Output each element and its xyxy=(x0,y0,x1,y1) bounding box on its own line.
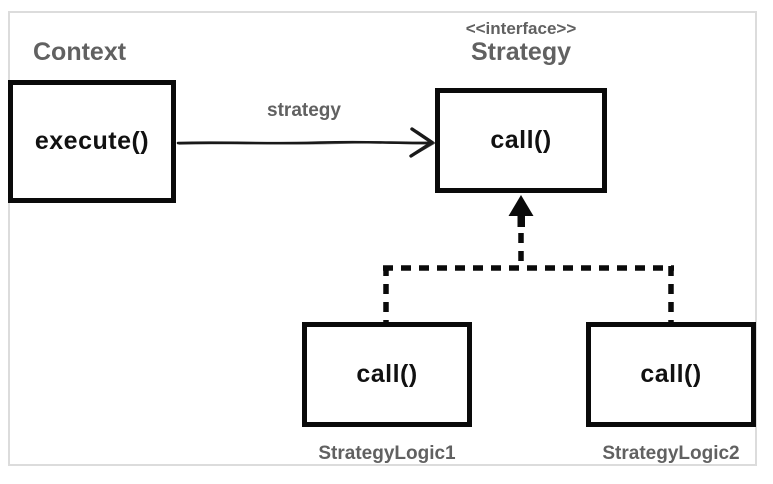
context-method-text: execute() xyxy=(34,127,150,155)
context-title-label: Context xyxy=(33,38,127,66)
context-class-box: execute() xyxy=(8,80,176,203)
strategylogic2-title-label: StrategyLogic2 xyxy=(602,443,740,464)
strategylogic2-class-box: call() xyxy=(586,322,756,427)
strategy-title-label: Strategy xyxy=(470,38,572,66)
strategylogic2-method-text: call() xyxy=(640,360,702,388)
association-edge-label: strategy xyxy=(267,100,341,121)
strategy-method-text: call() xyxy=(490,126,552,154)
strategylogic1-title-label: StrategyLogic1 xyxy=(318,443,456,464)
strategy-stereotype-label: <<interface>> xyxy=(465,19,577,38)
strategylogic1-method-text: call() xyxy=(356,360,418,388)
strategylogic1-class-box: call() xyxy=(302,322,472,427)
strategy-interface-box: call() xyxy=(435,88,607,193)
